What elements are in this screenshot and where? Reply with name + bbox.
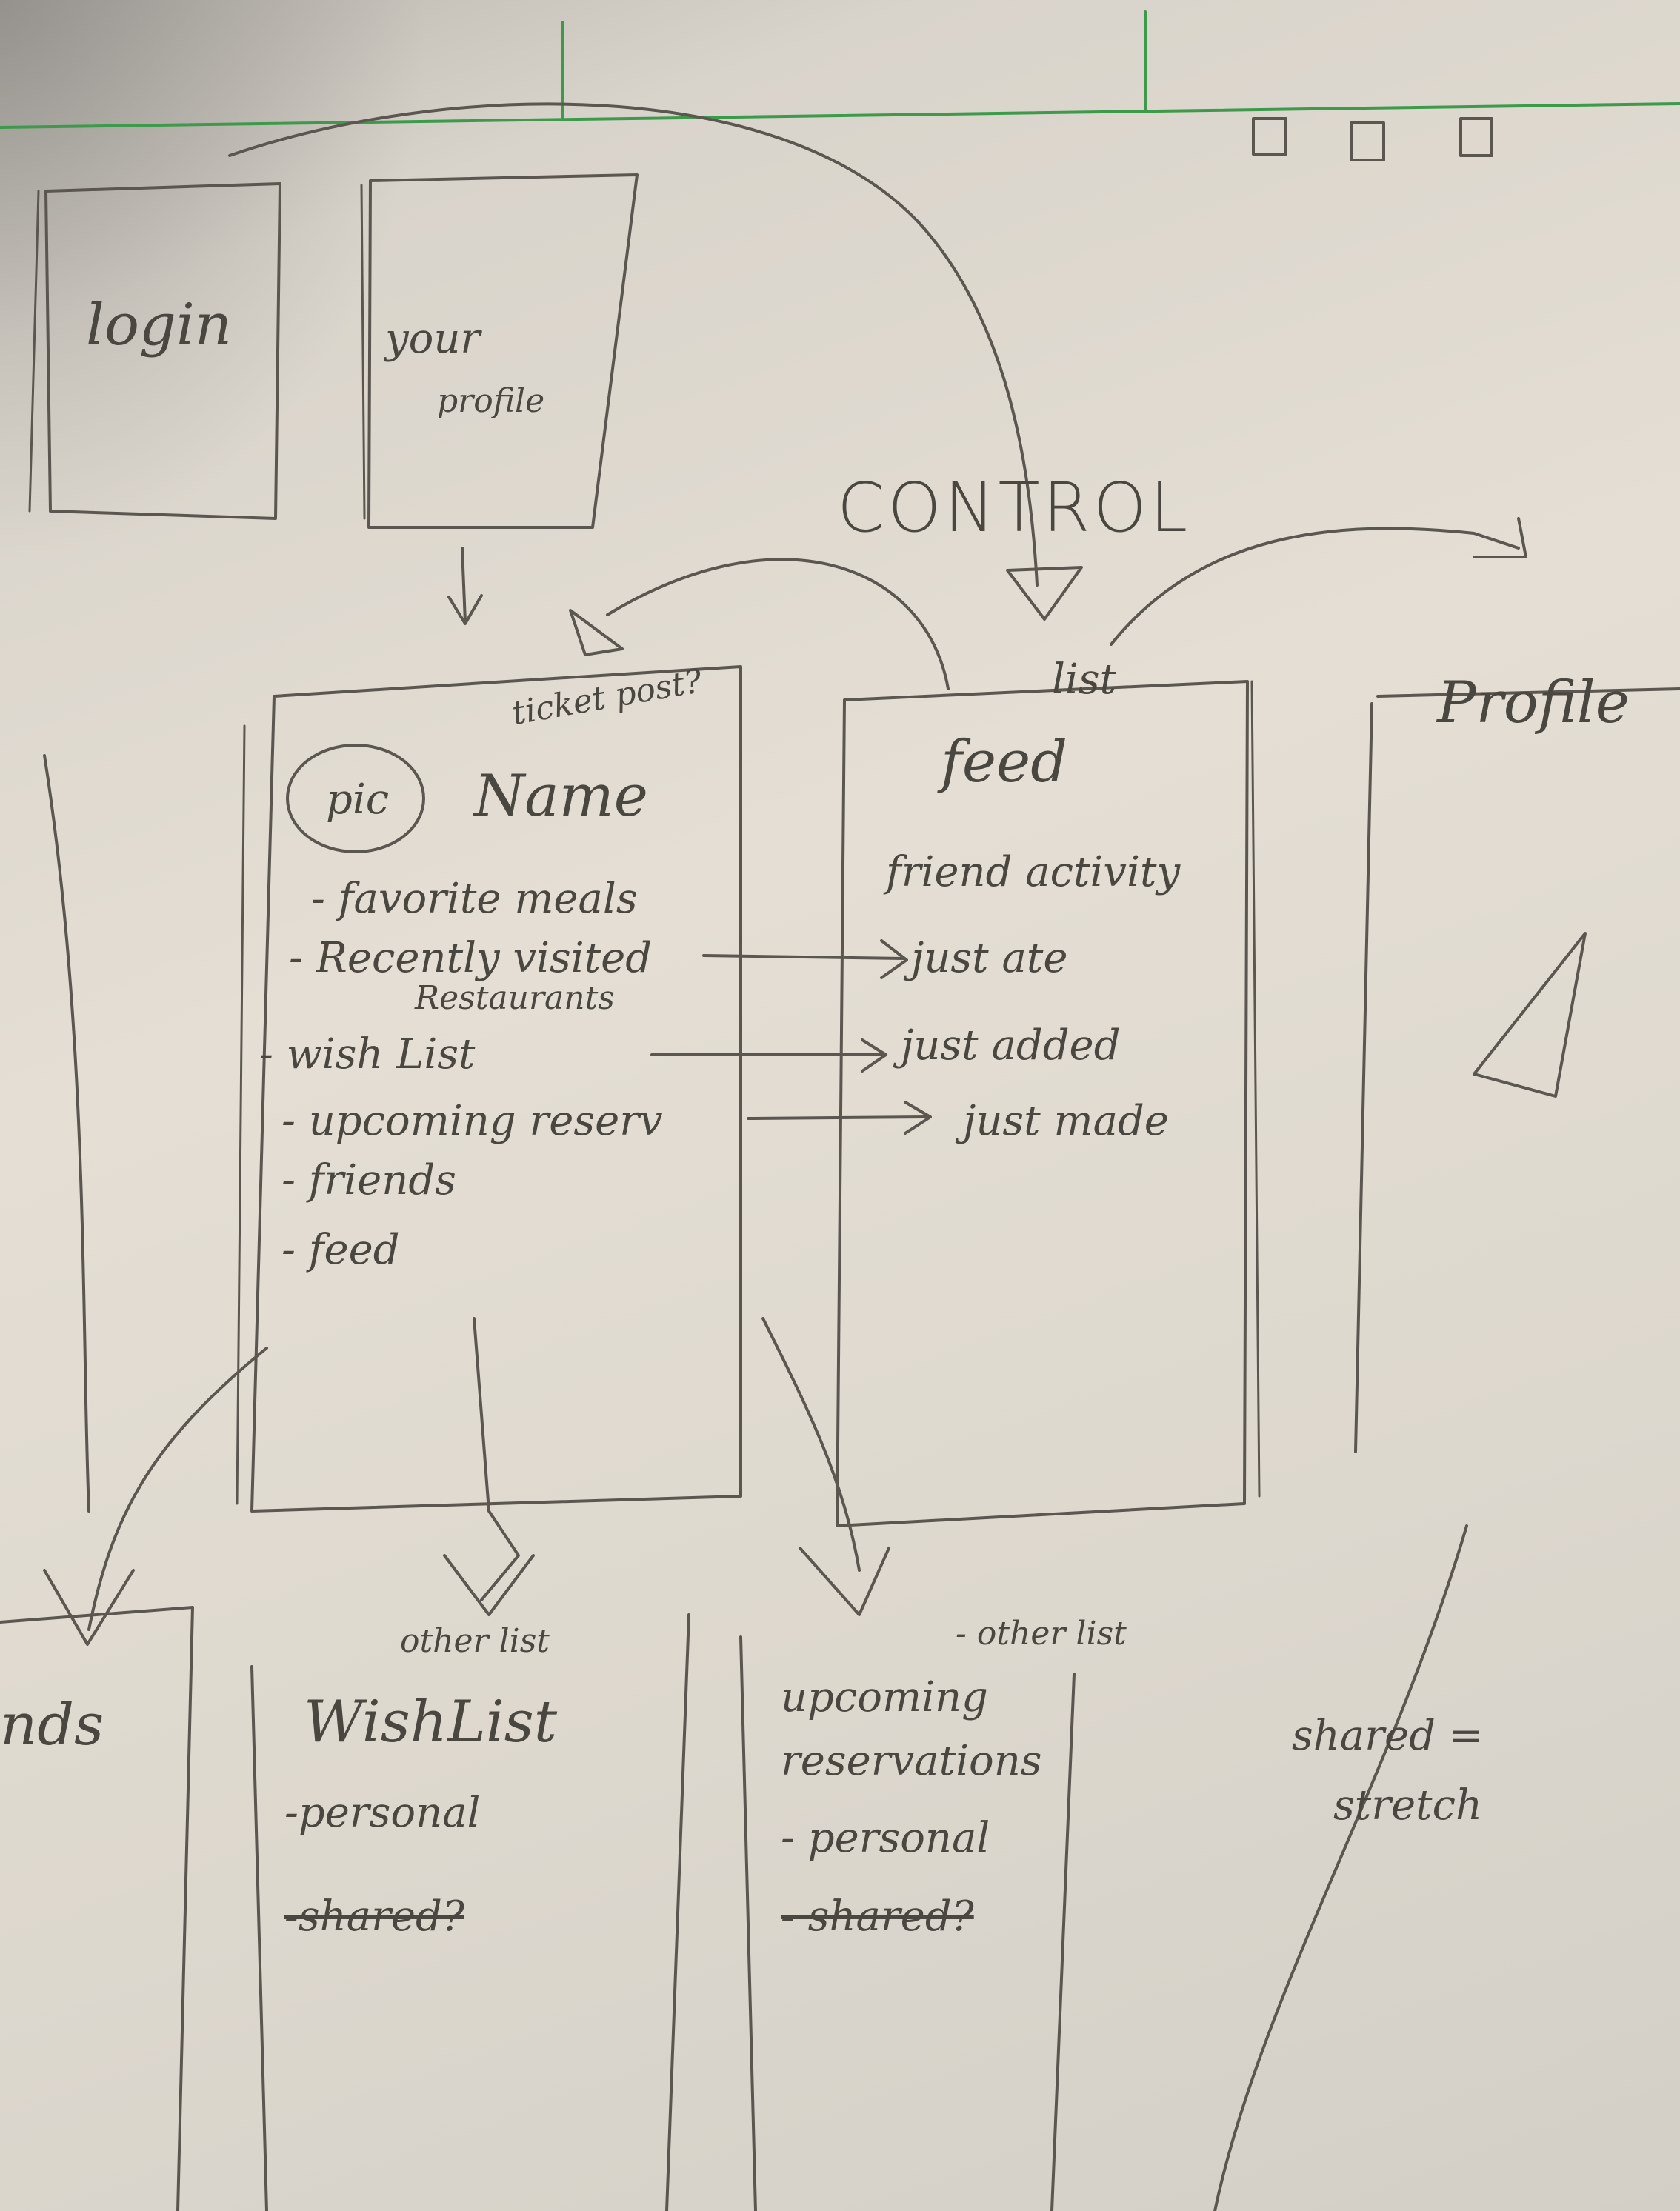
upcoming-item-shared: - shared? [781, 1892, 974, 1941]
your-profile-label-line2: profile [437, 382, 545, 420]
feed-item-just-made: just made [963, 1097, 1169, 1145]
control-label: CONTROL [837, 468, 1191, 547]
profile-item-recently-visited: - Recently visited [289, 934, 653, 982]
upcoming-title-line1: upcoming [781, 1673, 988, 1721]
pencil-lines [0, 102, 1680, 2211]
name-label: Name [474, 763, 648, 830]
wishlist-item-shared: -shared? [284, 1892, 464, 1941]
login-label: login [86, 292, 233, 359]
feed-list-note: list [1052, 656, 1117, 704]
profile-item-friends: - friends [281, 1156, 456, 1204]
wishlist-item-personal: -personal [284, 1789, 481, 1837]
feed-item-just-ate: just ate [911, 934, 1068, 982]
shared-note-line2: stretch [1333, 1781, 1483, 1830]
ruler-lines [0, 10, 1680, 129]
profile-item-wish-list: - wish List [259, 1030, 476, 1078]
your-profile-label-line1: your [385, 315, 481, 363]
feed-title: feed [941, 729, 1068, 796]
profile-item-favorite-meals: - favorite meals [311, 875, 638, 923]
feed-subtitle: friend activity [886, 848, 1181, 896]
profile-item-restaurants: Restaurants [415, 979, 615, 1017]
upcoming-title-line2: reservations [781, 1737, 1042, 1785]
wishlist-other-list-note: other list [400, 1622, 550, 1660]
shared-note-line1: shared = [1292, 1712, 1484, 1760]
upcoming-other-list-note: - other list [956, 1615, 1127, 1653]
profile-item-upcoming-reserv: - upcoming reserv [281, 1097, 663, 1145]
feed-item-just-added: just added [901, 1021, 1121, 1070]
pic-label: pic [326, 776, 390, 824]
wishlist-title: WishList [304, 1689, 558, 1755]
profile-item-feed: - feed [281, 1226, 400, 1274]
profile-screen-title: Profile [1437, 670, 1630, 736]
upcoming-item-personal: - personal [781, 1814, 990, 1862]
friends-partial-title: nds [0, 1692, 104, 1758]
